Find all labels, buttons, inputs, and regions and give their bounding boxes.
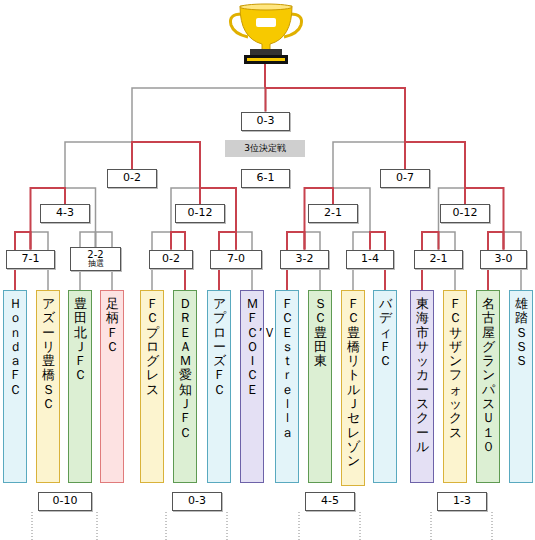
team-box: ＭＦＣ’ＶＯＩＣＥ bbox=[240, 290, 264, 483]
dotted-line bbox=[32, 512, 492, 540]
team-box: 名古屋グランパスＵ１０ bbox=[476, 290, 500, 483]
score-box: 4-3 bbox=[40, 204, 90, 223]
team-name: 東海市サッカースクール bbox=[416, 297, 429, 454]
team-name: ＦＣサザンフォックス bbox=[449, 297, 462, 440]
trophy-base bbox=[244, 55, 288, 64]
score-box: 7-0 bbox=[210, 250, 262, 269]
dotted-line bbox=[431, 512, 492, 540]
team-box: ＦＣプログレス bbox=[140, 290, 164, 483]
team-name: 雄踏ＳＳＳ bbox=[515, 297, 528, 368]
score-text: 0-3 bbox=[257, 115, 275, 127]
score-box: 0-3 bbox=[241, 112, 290, 131]
team-box: アズーリ豊橋ＳＣ bbox=[36, 290, 60, 483]
score-text: 1-4 bbox=[361, 253, 379, 265]
score-box: 0-3 bbox=[172, 492, 222, 511]
team-box: 東海市サッカースクール bbox=[410, 290, 434, 483]
score-text: 0-12 bbox=[188, 207, 213, 219]
team-name: 豊田北ＪＦＣ bbox=[74, 297, 87, 383]
team-name: ＦＣ豊橋リトルＪセレゾン bbox=[347, 297, 360, 469]
score-text: 2-2 bbox=[87, 250, 103, 260]
score-box: 2-1 bbox=[414, 250, 463, 269]
team-box: ＦＣＥｓｔｒｅｌｌａ bbox=[275, 290, 299, 483]
score-box: 4-5 bbox=[305, 492, 355, 511]
trophy-plate bbox=[256, 18, 276, 27]
score-box: 3-0 bbox=[480, 250, 527, 269]
team-box: ＳＣ豊田東 bbox=[308, 290, 332, 483]
score-text: 4-5 bbox=[321, 495, 339, 507]
trophy-rim bbox=[240, 4, 292, 10]
score-text: 2-1 bbox=[324, 207, 342, 219]
score-box: 0-2 bbox=[149, 250, 193, 269]
trophy-plate bbox=[247, 58, 285, 61]
score-box: 7-1 bbox=[6, 250, 55, 269]
score-text: 0-12 bbox=[453, 207, 478, 219]
dotted-line bbox=[32, 512, 97, 540]
dotted-line bbox=[299, 512, 360, 540]
team-box: 豊田北ＪＦＣ bbox=[68, 290, 92, 483]
bracket-line bbox=[264, 62, 266, 89]
score-text: 4-3 bbox=[56, 207, 74, 219]
round-label-text: 3位決定戦 bbox=[244, 144, 286, 154]
team-box: 足柄ＦＣ bbox=[100, 290, 124, 483]
score-text: 0-3 bbox=[188, 495, 206, 507]
score-text: 0-7 bbox=[396, 172, 414, 184]
score-box: 0-7 bbox=[380, 169, 430, 188]
score-text: 7-1 bbox=[22, 253, 40, 265]
score-text: 0-10 bbox=[53, 495, 78, 507]
score-text: 抽選 bbox=[88, 260, 104, 268]
score-box: 6-1 bbox=[241, 169, 290, 188]
score-text: 6-1 bbox=[257, 172, 275, 184]
team-name: 足柄ＦＣ bbox=[106, 297, 119, 354]
score-box: 0-12 bbox=[175, 204, 225, 223]
team-box: ＦＣサザンフォックス bbox=[443, 290, 467, 483]
team-name: ＭＦＣ’ＶＯＩＣＥ bbox=[246, 297, 259, 397]
team-box: アプローズＦＣ bbox=[207, 290, 231, 483]
team-box: ＦＣ豊橋リトルＪセレゾン bbox=[341, 290, 365, 486]
score-box: 2-1 bbox=[308, 204, 358, 223]
trophy-base bbox=[250, 49, 282, 55]
score-text: 0-2 bbox=[123, 172, 141, 184]
score-text: 0-2 bbox=[162, 253, 180, 265]
team-name: 名古屋グランパスＵ１０ bbox=[482, 297, 495, 454]
team-box: 雄踏ＳＳＳ bbox=[509, 290, 533, 483]
score-text: 3-0 bbox=[495, 253, 513, 265]
team-name: Ｈｏｎｄａ ＦＣ bbox=[9, 297, 22, 397]
score-text: 7-0 bbox=[227, 253, 245, 265]
team-box: バディＦＣ bbox=[373, 290, 397, 483]
team-name: ＦＣＥｓｔｒｅｌｌａ bbox=[281, 297, 294, 440]
team-name: バディＦＣ bbox=[379, 297, 392, 368]
score-box: 1-3 bbox=[437, 492, 487, 511]
team-name: アズーリ豊橋ＳＣ bbox=[42, 297, 55, 411]
team-name: ＤＲＥＡＭ愛知ＪＦＣ bbox=[179, 297, 192, 440]
score-text: 2-1 bbox=[430, 253, 448, 265]
team-name: ＦＣプログレス bbox=[146, 297, 159, 397]
team-name: ＳＣ豊田東 bbox=[314, 297, 327, 368]
round-label: 3位決定戦 bbox=[225, 140, 305, 157]
trophy-cup bbox=[240, 6, 292, 50]
team-box: ＤＲＥＡＭ愛知ＪＦＣ bbox=[173, 290, 197, 483]
team-box: Ｈｏｎｄａ ＦＣ bbox=[3, 290, 27, 483]
score-box: 3-2 bbox=[280, 250, 329, 269]
score-text: 1-3 bbox=[453, 495, 471, 507]
score-box: 1-4 bbox=[346, 250, 394, 269]
score-box: 0-12 bbox=[440, 204, 490, 223]
team-name: アプローズＦＣ bbox=[213, 297, 226, 397]
dotted-line bbox=[166, 512, 227, 540]
score-box: 0-2 bbox=[107, 169, 157, 188]
score-text: 3-2 bbox=[296, 253, 314, 265]
score-box: 2-2抽選 bbox=[70, 247, 121, 271]
score-box: 0-10 bbox=[38, 492, 92, 511]
